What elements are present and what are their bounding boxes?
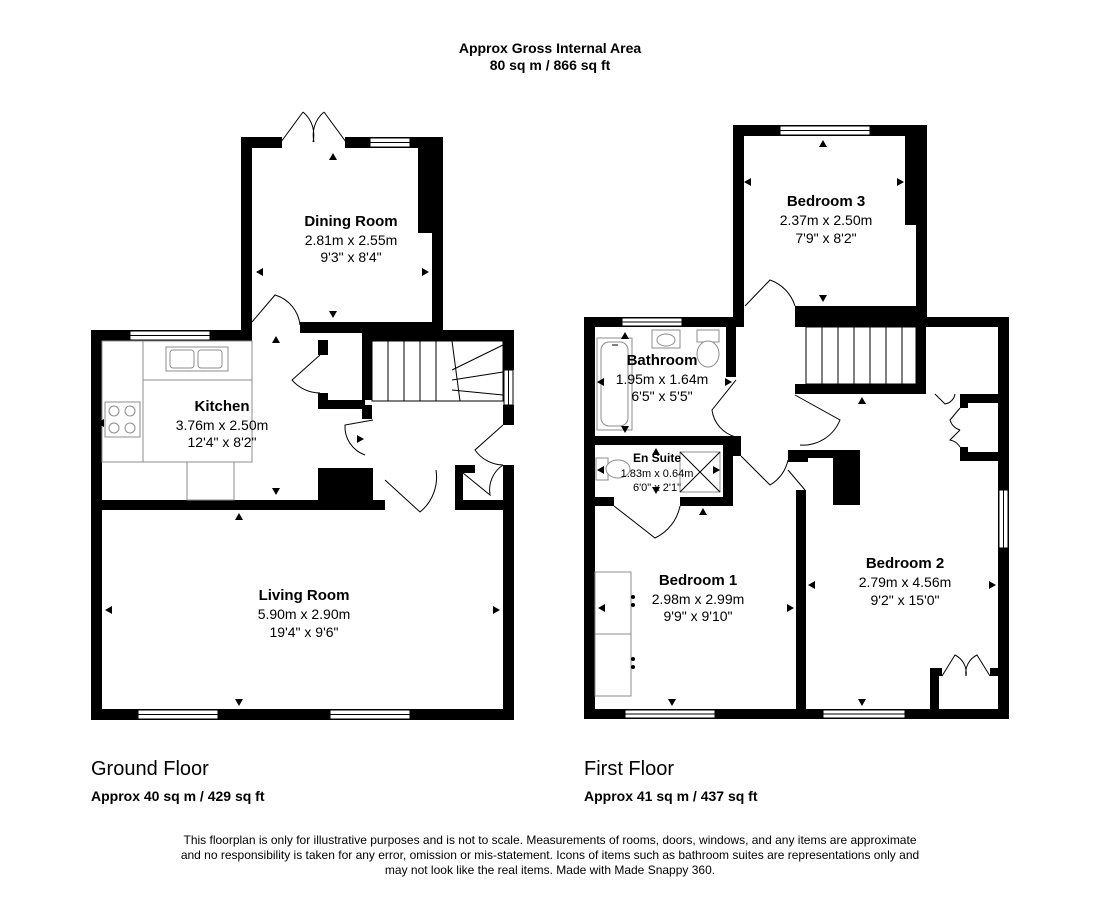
ensuite-wall-bottom-left [584, 497, 614, 506]
first-wall-left [584, 317, 595, 719]
bathroom-fittings [595, 329, 721, 493]
svg-text:Bedroom 1: Bedroom 1 [659, 572, 737, 589]
svg-text:19'4" x 9'6": 19'4" x 9'6" [270, 624, 339, 640]
room-label-ensuite: En Suite 1.83m x 0.64m 6'0" x 2'1" [621, 451, 694, 494]
dining-wall-left [241, 137, 252, 335]
ground-floor-plan [91, 111, 514, 720]
ground-floor-title: Ground Floor [91, 758, 209, 780]
ground-chimney [318, 468, 373, 510]
first-floor-plan [584, 125, 1009, 719]
gross-area-value: 80 sq m / 866 sq ft [489, 57, 611, 73]
bath-wall-right [726, 317, 736, 377]
first-wall-top-right [795, 317, 1009, 327]
disclaimer-line-2: and no responsibility is taken for any e… [180, 848, 920, 862]
room-label-bathroom: Bathroom 1.95m x 1.64m 6'5" x 5'5" [616, 352, 709, 404]
bed1-wardrobe-top [594, 571, 632, 635]
gross-area-label: Approx Gross Internal Area [458, 40, 642, 56]
cupboard-wall-bottom [318, 400, 365, 409]
hall-wall-right-upper [503, 330, 514, 370]
ground-wall-bottom [91, 709, 514, 720]
first-stairs [805, 326, 917, 385]
svg-text:1.83m x 0.64m: 1.83m x 0.64m [621, 468, 694, 480]
svg-text:2.79m x 4.56m: 2.79m x 4.56m [859, 574, 952, 590]
svg-text:5.90m x 2.90m: 5.90m x 2.90m [258, 606, 351, 622]
svg-text:Kitchen: Kitchen [194, 398, 249, 415]
svg-text:Bedroom 3: Bedroom 3 [787, 193, 865, 210]
bed3-chimney [905, 125, 927, 225]
kitchen-living-divider [91, 500, 373, 510]
cupboard-wall-left [318, 340, 328, 355]
ground-dimension-markers [97, 153, 500, 706]
ground-wall-left [91, 330, 102, 720]
svg-text:9'9" x 9'10": 9'9" x 9'10" [664, 608, 733, 624]
room-label-bedroom3: Bedroom 3 2.37m x 2.50m 7'9" x 8'2" [780, 193, 873, 246]
gross-area-header: Approx Gross Internal Area 80 sq m / 866… [0, 40, 1100, 74]
first-dimension-markers [597, 140, 996, 706]
porch-wall-top [455, 465, 475, 473]
svg-text:1.95m x 1.64m: 1.95m x 1.64m [616, 371, 709, 387]
porch-wall-left [455, 468, 463, 510]
disclaimer: This floorplan is only for illustrative … [100, 833, 1000, 878]
bed1-bed2-divider [796, 490, 806, 719]
first-floor-title: First Floor [584, 758, 674, 780]
svg-text:Bathroom: Bathroom [627, 352, 698, 369]
dining-wall-bottom [300, 322, 443, 333]
french-doors [276, 111, 351, 148]
porch-wall-bottom [455, 500, 514, 510]
room-label-kitchen: Kitchen 3.76m x 2.50m 12'4" x 8'2" [176, 398, 269, 450]
stair-wall-right [916, 317, 926, 394]
svg-text:Living Room: Living Room [259, 587, 350, 604]
svg-text:12'4" x 8'2": 12'4" x 8'2" [188, 434, 257, 450]
stair-wall-left-lower [362, 405, 372, 419]
svg-text:2.37m x 2.50m: 2.37m x 2.50m [780, 212, 873, 228]
bed3-wall-left [733, 125, 744, 317]
dining-chimney [418, 137, 443, 233]
stair-wall-bottom [795, 384, 925, 394]
hall-wall-top [362, 330, 514, 341]
disclaimer-line-3: may not look like the real items. Made w… [384, 863, 716, 877]
first-chimney [833, 450, 860, 505]
toilet [696, 329, 720, 343]
room-label-bedroom1: Bedroom 1 2.98m x 2.99m 9'9" x 9'10" [652, 572, 745, 624]
bath-wall-bottom [584, 436, 739, 445]
wardrobe-wall-left [930, 668, 939, 719]
fridge [186, 461, 235, 501]
bed3-wall-bottom [795, 306, 927, 317]
svg-text:6'0" x 2'1": 6'0" x 2'1" [633, 482, 681, 494]
room-label-living: Living Room 5.90m x 2.90m 19'4" x 9'6" [258, 587, 351, 640]
ensuite-wall-right [723, 436, 733, 506]
dining-wall-right [432, 137, 443, 332]
svg-text:2.81m x 2.55m: 2.81m x 2.55m [305, 232, 398, 248]
svg-text:3.76m x 2.50m: 3.76m x 2.50m [176, 417, 269, 433]
svg-text:9'3" x 8'4": 9'3" x 8'4" [320, 249, 381, 265]
bed1-wardrobe-bottom [594, 633, 632, 697]
kitchen-units [101, 340, 253, 501]
svg-text:9'2" x 15'0": 9'2" x 15'0" [871, 592, 940, 608]
dining-wall-top-left [241, 137, 281, 148]
ensuite-wall-bottom-right [680, 497, 733, 506]
svg-text:6'5" x 5'5": 6'5" x 5'5" [631, 388, 692, 404]
ground-wall-right-lower [503, 465, 514, 720]
hall-wall-right-mid [503, 405, 514, 425]
svg-text:En Suite: En Suite [633, 451, 681, 465]
room-label-bedroom2: Bedroom 2 2.79m x 4.56m 9'2" x 15'0" [859, 555, 952, 608]
room-label-dining: Dining Room 2.81m x 2.55m 9'3" x 8'4" [304, 213, 397, 265]
hall-wall-bottom-a [373, 500, 385, 510]
ground-stairs [371, 340, 504, 402]
stair-wall-left [362, 330, 372, 400]
svg-text:2.98m x 2.99m: 2.98m x 2.99m [652, 591, 745, 607]
svg-text:7'9" x 8'2": 7'9" x 8'2" [795, 230, 856, 246]
svg-text:Bedroom 2: Bedroom 2 [866, 555, 944, 572]
svg-text:Dining Room: Dining Room [304, 213, 397, 230]
disclaimer-line-1: This floorplan is only for illustrative … [183, 833, 917, 847]
cupboard-wall [960, 394, 1009, 403]
ground-floor-area: Approx 40 sq m / 429 sq ft [91, 788, 265, 804]
first-floor-area: Approx 41 sq m / 437 sq ft [584, 788, 758, 804]
